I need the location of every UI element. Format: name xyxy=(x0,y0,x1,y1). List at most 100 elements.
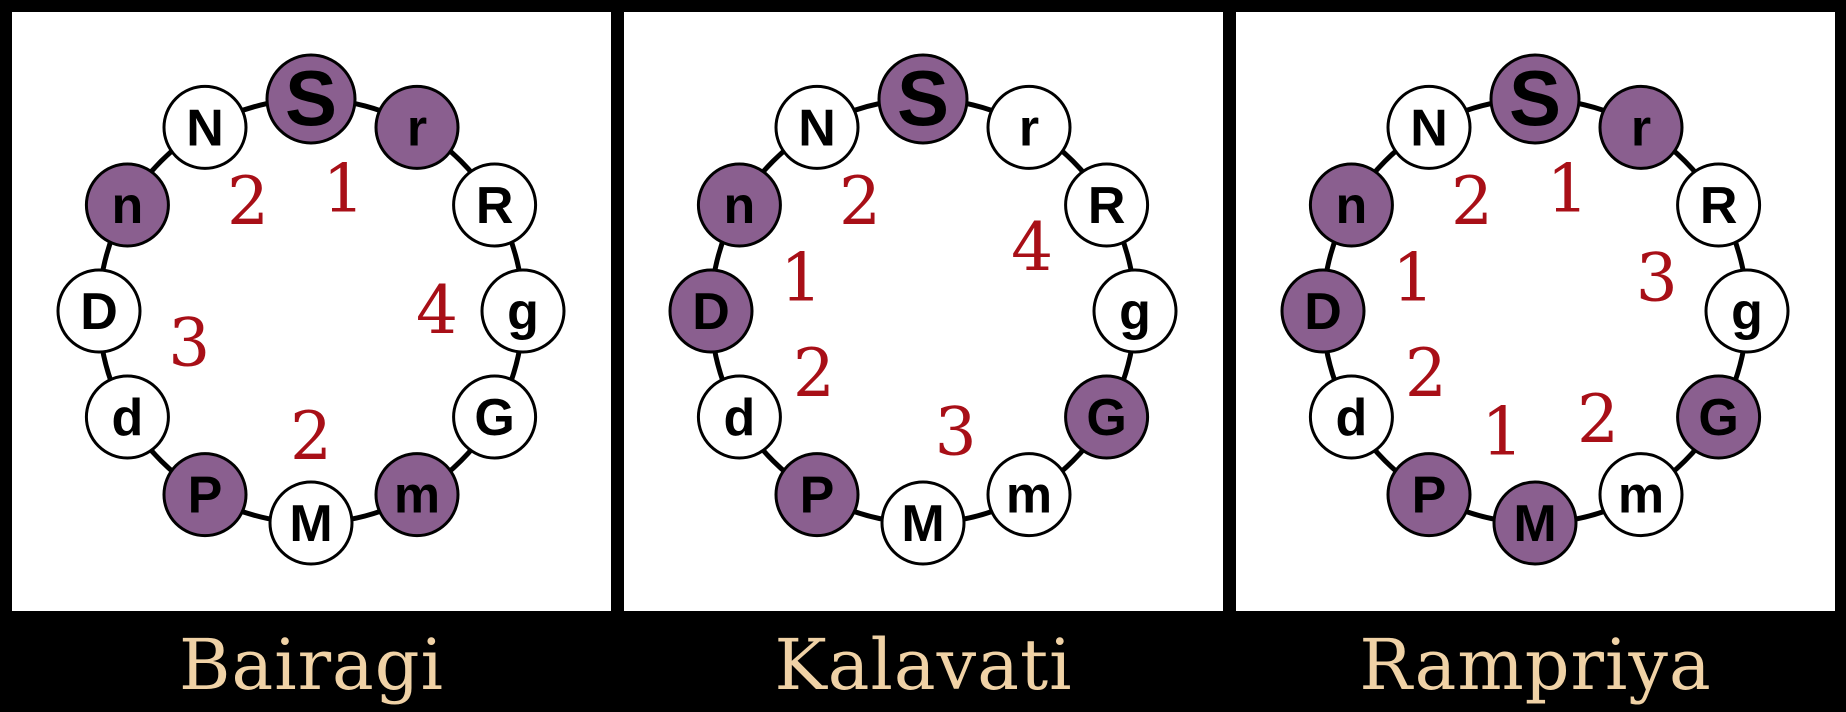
interval-label: 2 xyxy=(227,163,269,240)
note-g-circle xyxy=(1704,268,1790,354)
note-g-circle xyxy=(480,268,566,354)
note-M-circle xyxy=(1492,480,1578,566)
note-N-circle xyxy=(1386,84,1472,170)
interval-label: 1 xyxy=(1392,239,1434,316)
interval-label: 2 xyxy=(793,335,835,412)
interval-label: 1 xyxy=(1481,394,1523,471)
interval-label: 1 xyxy=(780,239,822,316)
note-R-label: R xyxy=(1088,177,1126,235)
interval-label: 3 xyxy=(1636,239,1678,316)
note-d-circle xyxy=(696,374,782,460)
note-M-label: M xyxy=(289,495,332,553)
note-D-circle xyxy=(56,268,142,354)
note-M-label: M xyxy=(901,495,944,553)
note-P-label: P xyxy=(800,467,835,525)
interval-label: 4 xyxy=(1011,209,1053,286)
note-n-label: n xyxy=(724,177,756,235)
note-n-label: n xyxy=(112,177,144,235)
wheel-ring xyxy=(1320,96,1750,526)
note-N-circle xyxy=(162,84,248,170)
note-d-label: d xyxy=(1336,389,1368,447)
note-r-circle xyxy=(374,84,460,170)
caption-kalavati: Kalavati xyxy=(774,624,1073,706)
note-P-label: P xyxy=(188,467,223,525)
interval-label: 2 xyxy=(1405,335,1447,412)
interval-label: 4 xyxy=(416,272,458,349)
note-D-label: D xyxy=(80,283,118,341)
note-N-circle xyxy=(774,84,860,170)
note-G-label: G xyxy=(1698,389,1738,447)
note-R-circle xyxy=(452,162,538,248)
note-N-label: N xyxy=(798,99,836,157)
note-G-circle xyxy=(1676,374,1762,460)
note-d-label: d xyxy=(112,389,144,447)
note-g-label: g xyxy=(1731,283,1763,341)
note-D-label: D xyxy=(1304,283,1342,341)
note-S-circle xyxy=(877,53,969,145)
note-S-label: S xyxy=(285,54,337,142)
note-g-label: g xyxy=(507,283,539,341)
note-R-circle xyxy=(1064,162,1150,248)
note-N-label: N xyxy=(186,99,224,157)
note-S-circle xyxy=(1489,53,1581,145)
note-n-circle xyxy=(1308,162,1394,248)
note-G-circle xyxy=(1064,374,1150,460)
note-n-circle xyxy=(696,162,782,248)
note-N-label: N xyxy=(1410,99,1448,157)
note-r-label: r xyxy=(1631,99,1651,157)
note-R-circle xyxy=(1676,162,1762,248)
note-m-circle xyxy=(986,452,1072,538)
note-g-label: g xyxy=(1119,283,1151,341)
note-M-label: M xyxy=(1513,495,1556,553)
note-n-circle xyxy=(84,162,170,248)
note-G-circle xyxy=(452,374,538,460)
note-G-label: G xyxy=(474,389,514,447)
note-D-circle xyxy=(668,268,754,354)
note-M-circle xyxy=(268,480,354,566)
note-R-label: R xyxy=(1700,177,1738,235)
note-g-circle xyxy=(1092,268,1178,354)
interval-label: 3 xyxy=(168,305,210,382)
note-m-circle xyxy=(1598,452,1684,538)
note-r-label: r xyxy=(1019,99,1039,157)
note-S-circle xyxy=(265,53,357,145)
note-r-circle xyxy=(986,84,1072,170)
caption-bairagi: Bairagi xyxy=(179,624,444,706)
note-d-circle xyxy=(84,374,170,460)
note-D-circle xyxy=(1280,268,1366,354)
note-r-circle xyxy=(1598,84,1684,170)
note-d-label: d xyxy=(724,389,756,447)
note-m-label: m xyxy=(1618,467,1664,525)
note-D-label: D xyxy=(692,283,730,341)
interval-label: 2 xyxy=(1451,163,1493,240)
wheel-ring xyxy=(708,96,1138,526)
note-m-label: m xyxy=(1006,467,1052,525)
interval-label: 3 xyxy=(935,394,977,471)
interval-label: 1 xyxy=(323,150,365,227)
interval-label: 1 xyxy=(1547,150,1589,227)
note-G-label: G xyxy=(1086,389,1126,447)
note-S-label: S xyxy=(1509,54,1561,142)
note-P-circle xyxy=(162,452,248,538)
note-d-circle xyxy=(1308,374,1394,460)
note-m-circle xyxy=(374,452,460,538)
note-n-label: n xyxy=(1336,177,1368,235)
note-M-circle xyxy=(880,480,966,566)
note-m-label: m xyxy=(394,467,440,525)
interval-label: 2 xyxy=(1577,381,1619,458)
interval-label: 2 xyxy=(290,398,332,475)
note-P-label: P xyxy=(1412,467,1447,525)
note-S-label: S xyxy=(897,54,949,142)
note-P-circle xyxy=(1386,452,1472,538)
note-R-label: R xyxy=(476,177,514,235)
caption-rampriya: Rampriya xyxy=(1359,624,1712,706)
note-r-label: r xyxy=(407,99,427,157)
note-P-circle xyxy=(774,452,860,538)
interval-label: 2 xyxy=(839,163,881,240)
